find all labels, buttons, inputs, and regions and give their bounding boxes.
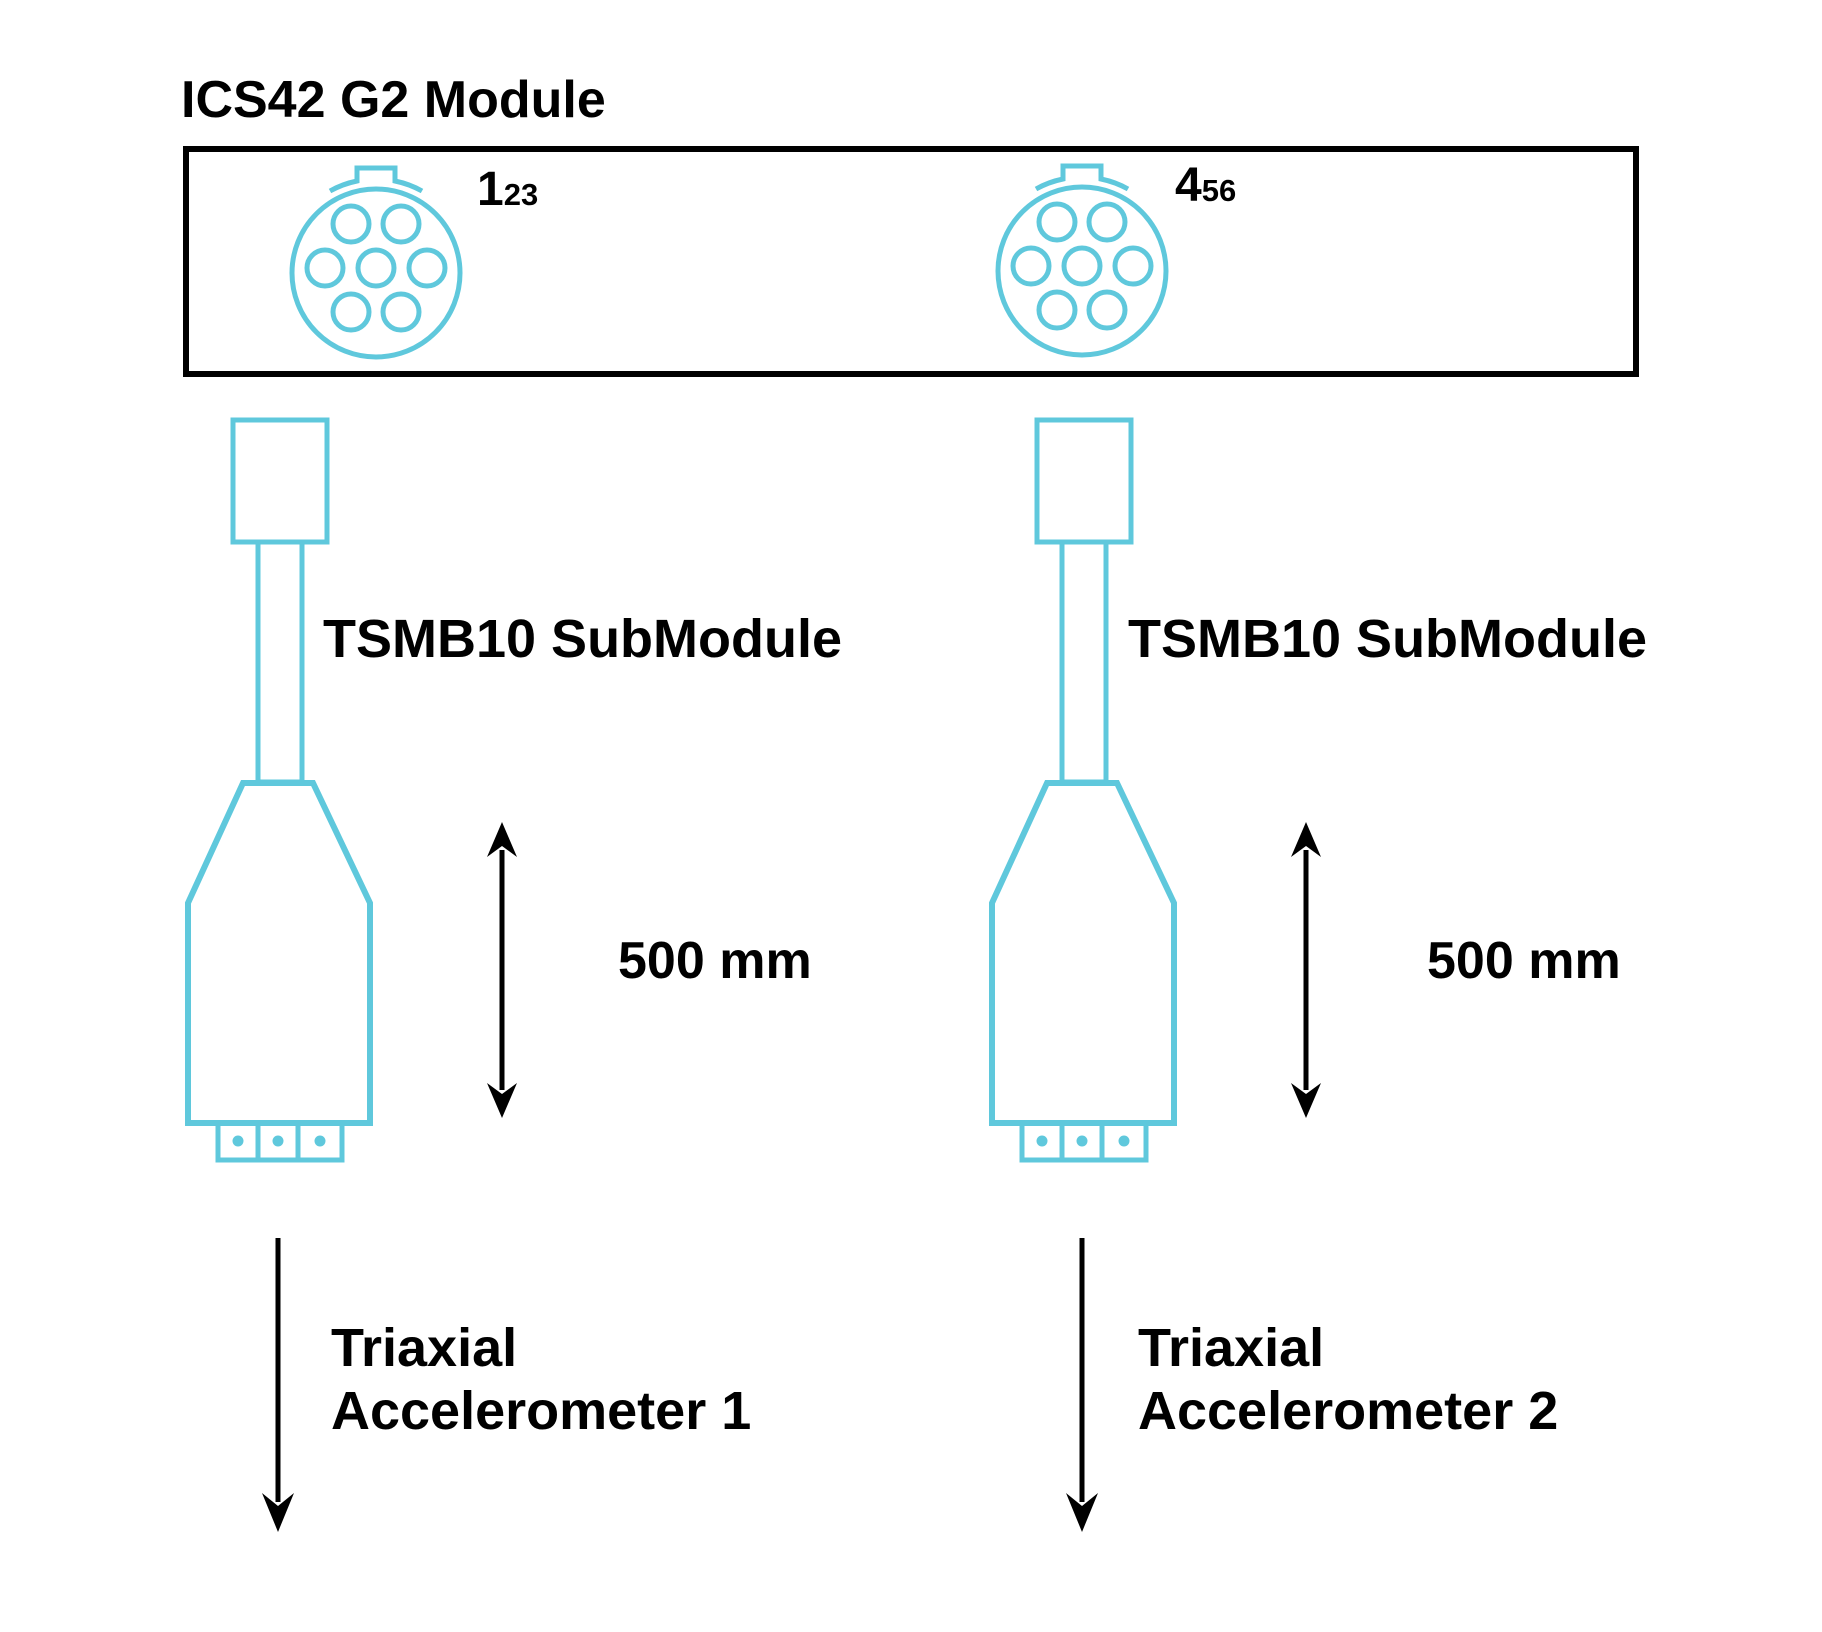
submodule-2-drawing bbox=[989, 417, 1177, 1163]
sensor-2-label-line2: Accelerometer 2 bbox=[1138, 1381, 1559, 1441]
length-arrow-1 bbox=[487, 822, 517, 1118]
pin-icon bbox=[406, 247, 448, 289]
connector-2-label: 456 bbox=[1175, 162, 1236, 210]
connector-2-pins bbox=[1010, 201, 1154, 331]
submodule-2-terminal-strip bbox=[1019, 1120, 1149, 1163]
connector-2-label-big: 4 bbox=[1175, 159, 1202, 212]
cable-length-2-label: 500 mm bbox=[1427, 932, 1621, 990]
submodule-1-drawing bbox=[185, 417, 373, 1163]
pin-icon bbox=[1036, 201, 1078, 243]
terminal-dot-icon bbox=[232, 1135, 244, 1147]
sensor-arrow-1 bbox=[262, 1238, 294, 1532]
sensor-1-label: Triaxial Accelerometer 1 bbox=[331, 1317, 751, 1443]
terminal-dot-icon bbox=[314, 1135, 326, 1147]
submodule-1-plug bbox=[230, 417, 330, 545]
submodule-1-body bbox=[185, 780, 373, 1126]
sensor-2-label: Triaxial Accelerometer 2 bbox=[1138, 1317, 1558, 1443]
connector-2-keying-tab bbox=[1034, 163, 1130, 192]
sensor-1-label-line1: Triaxial bbox=[331, 1318, 518, 1378]
pin-icon bbox=[304, 247, 346, 289]
pin-icon bbox=[1112, 245, 1154, 287]
terminal-dot-icon bbox=[1118, 1135, 1130, 1147]
pin-icon bbox=[330, 203, 372, 245]
connector-1-keying-tab bbox=[328, 165, 424, 194]
sensor-arrow-2 bbox=[1066, 1238, 1098, 1532]
pin-icon bbox=[380, 203, 422, 245]
arrow-up-icon bbox=[487, 822, 517, 857]
connector-1-shell bbox=[289, 186, 463, 360]
pin-icon bbox=[380, 291, 422, 333]
submodule-2-label: TSMB10 SubModule bbox=[1128, 609, 1648, 669]
terminal-dot-icon bbox=[1076, 1135, 1088, 1147]
arrow-up-icon bbox=[1291, 822, 1321, 857]
pin-icon bbox=[330, 291, 372, 333]
sensor-1-label-line2: Accelerometer 1 bbox=[331, 1381, 752, 1441]
pin-icon bbox=[1086, 289, 1128, 331]
submodule-1-label: TSMB10 SubModule bbox=[323, 609, 843, 669]
connector-2-shell bbox=[995, 184, 1169, 358]
connector-1-pins bbox=[304, 203, 448, 333]
arrow-down-icon bbox=[1066, 1493, 1098, 1532]
length-arrow-2 bbox=[1291, 822, 1321, 1118]
module-title: ICS42 G2 Module bbox=[181, 71, 606, 129]
submodule-2-body bbox=[989, 780, 1177, 1126]
cable-length-1-label: 500 mm bbox=[618, 932, 812, 990]
connector-1-label: 123 bbox=[477, 166, 538, 214]
arrow-down-icon bbox=[487, 1083, 517, 1118]
terminal-dot-icon bbox=[1036, 1135, 1048, 1147]
arrow-down-icon bbox=[262, 1493, 294, 1532]
submodule-2-cable bbox=[1059, 539, 1109, 785]
connector-1 bbox=[289, 165, 463, 360]
pin-icon bbox=[1010, 245, 1052, 287]
pin-icon bbox=[1061, 245, 1103, 287]
submodule-1-terminal-strip bbox=[215, 1120, 345, 1163]
connector-2 bbox=[995, 163, 1169, 358]
pin-icon bbox=[355, 247, 397, 289]
terminal-dot-icon bbox=[272, 1135, 284, 1147]
submodule-1-cable bbox=[255, 539, 305, 785]
connector-1-label-small: 23 bbox=[503, 177, 539, 212]
connector-2-label-small: 56 bbox=[1201, 173, 1237, 208]
pin-icon bbox=[1036, 289, 1078, 331]
arrow-down-icon bbox=[1291, 1083, 1321, 1118]
connector-1-label-big: 1 bbox=[477, 163, 504, 216]
module-outline bbox=[183, 146, 1639, 377]
sensor-2-label-line1: Triaxial bbox=[1138, 1318, 1325, 1378]
submodule-2-plug bbox=[1034, 417, 1134, 545]
pin-icon bbox=[1086, 201, 1128, 243]
